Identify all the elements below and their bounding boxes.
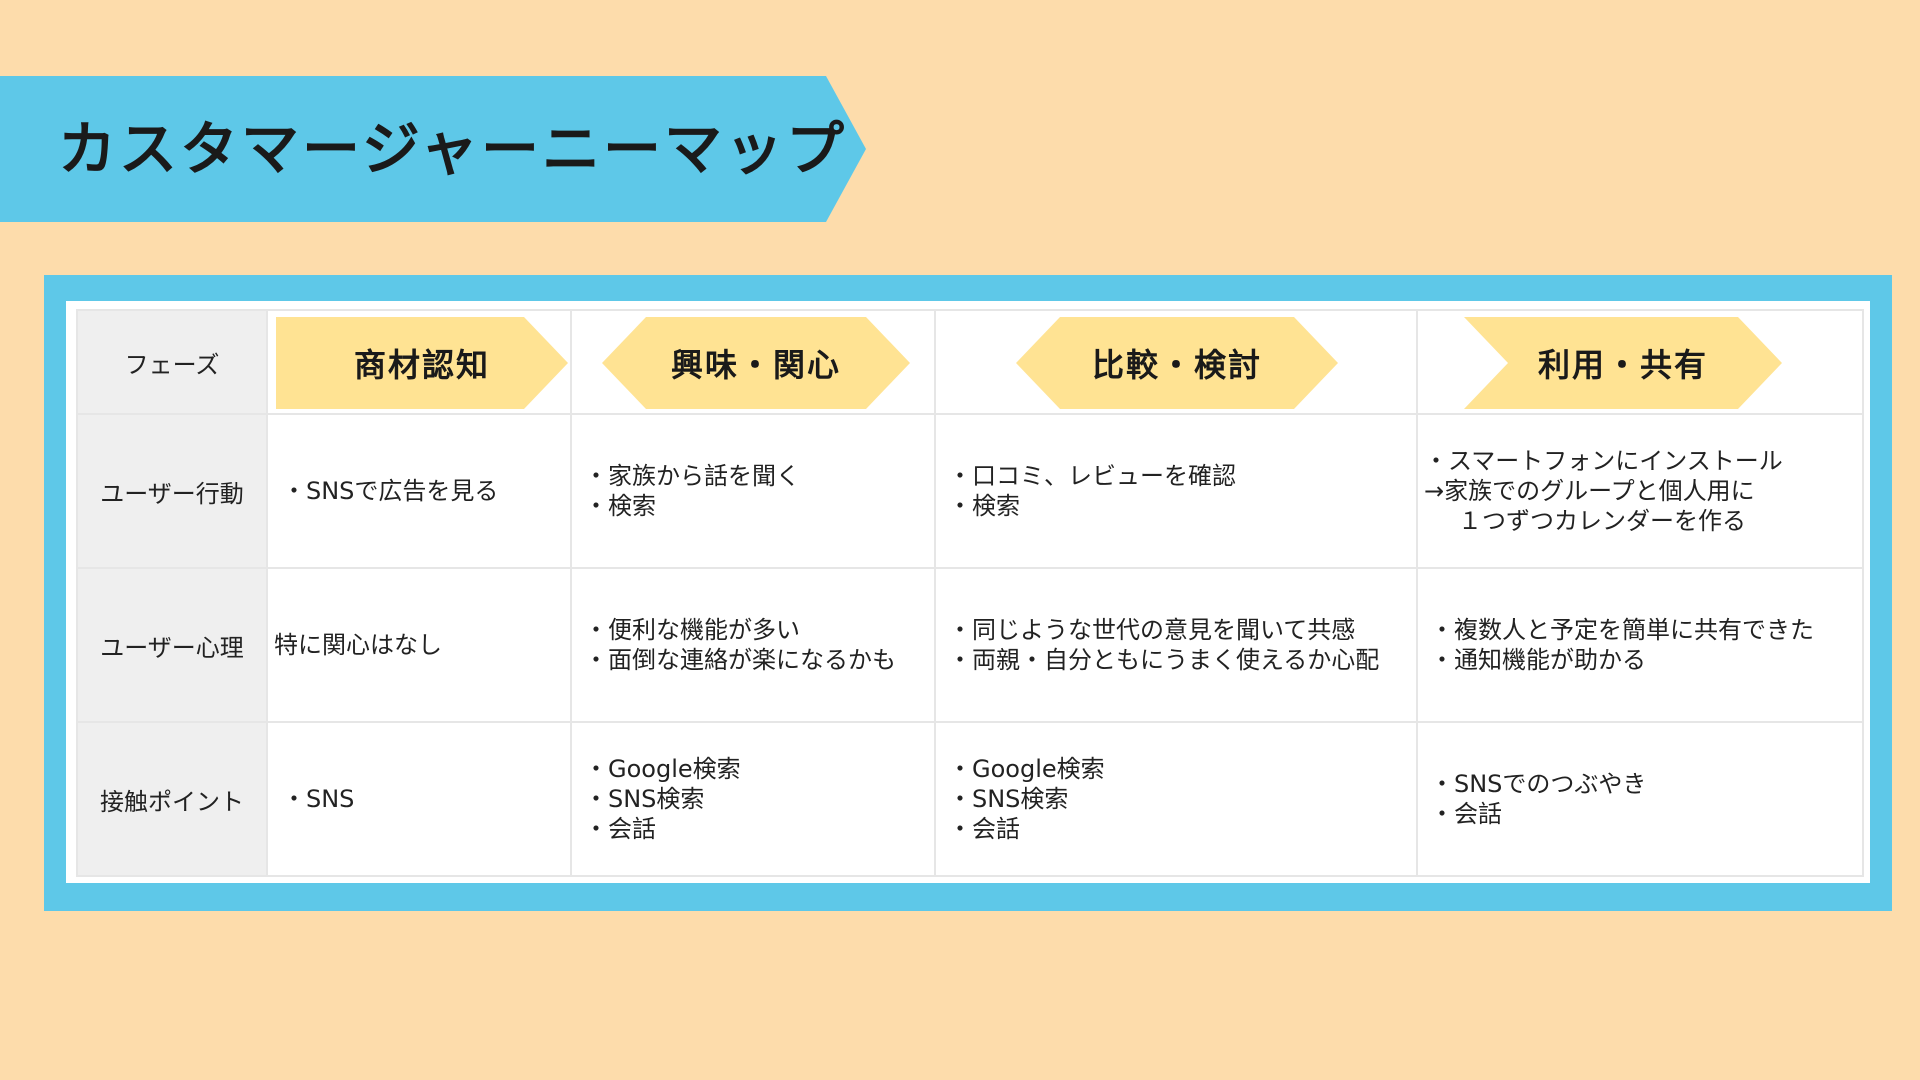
table-cell: ・SNSで広告を見る	[266, 413, 572, 569]
cell-line: ・SNS検索	[584, 785, 705, 813]
cell-line: ・面倒な連絡が楽になるかも	[584, 646, 896, 674]
cell-line: ・SNSで広告を見る	[282, 477, 499, 505]
cell-line: 特に関心はなし	[274, 631, 442, 659]
table-row: 接触ポイント ・SNS ・Google検索 ・SNS検索 ・会話	[76, 721, 1864, 877]
journey-map-board: フェーズ 商材認知 興味・関心 比較・検討 利用・共有 ユーザー行動	[44, 275, 1892, 911]
cell-line: ・同じような世代の意見を聞いて共感	[948, 616, 1356, 644]
table-cell: ・同じような世代の意見を聞いて共感 ・両親・自分ともにうまく使えるか心配	[934, 567, 1418, 723]
cell-line: ・検索	[948, 492, 1020, 520]
cell-line: ・SNSでのつぶやき	[1430, 770, 1647, 798]
cell-line: ・Google検索	[948, 755, 1105, 783]
phase-row: フェーズ 商材認知 興味・関心 比較・検討 利用・共有	[76, 309, 1864, 415]
table-cell: ・SNS	[266, 721, 572, 877]
row-label-user-emotion: ユーザー心理	[76, 567, 268, 723]
phase-cell-awareness: 商材認知	[266, 309, 572, 415]
cell-line: ・口コミ、レビューを確認	[948, 462, 1236, 490]
cell-line: １つずつカレンダーを作る	[1458, 507, 1746, 535]
title-banner: カスタマージャーニーマップ	[0, 76, 866, 222]
table-cell: ・口コミ、レビューを確認 ・検索	[934, 413, 1418, 569]
page-title: カスタマージャーニーマップ	[58, 115, 847, 183]
cell-line: ・Google検索	[584, 755, 741, 783]
phase-label: フェーズ	[76, 309, 268, 415]
table-row: ユーザー心理 特に関心はなし ・便利な機能が多い ・面倒な連絡が楽になるかも	[76, 567, 1864, 723]
table-cell: ・スマートフォンにインストール →家族でのグループと個人用に １つずつカレンダー…	[1416, 413, 1864, 569]
cell-line: ・複数人と予定を簡単に共有できた	[1430, 616, 1814, 644]
table-cell: ・複数人と予定を簡単に共有できた ・通知機能が助かる	[1416, 567, 1864, 723]
table-cell: ・Google検索 ・SNS検索 ・会話	[570, 721, 936, 877]
table-cell: ・Google検索 ・SNS検索 ・会話	[934, 721, 1418, 877]
cell-line: ・両親・自分ともにうまく使えるか心配	[948, 646, 1380, 674]
cell-line: ・SNS	[282, 785, 355, 813]
cell-line: ・スマートフォンにインストール	[1424, 447, 1783, 475]
cell-line: ・家族から話を聞く	[584, 462, 800, 490]
table-cell: ・家族から話を聞く ・検索	[570, 413, 936, 569]
cell-line: ・検索	[584, 492, 656, 520]
row-label-user-action: ユーザー行動	[76, 413, 268, 569]
table-cell: 特に関心はなし	[266, 567, 572, 723]
cell-line: ・SNS検索	[948, 785, 1069, 813]
cell-line: ・通知機能が助かる	[1430, 646, 1646, 674]
phase-chevron-interest: 興味・関心	[602, 317, 910, 409]
row-label-touchpoint: 接触ポイント	[76, 721, 268, 877]
phase-cell-comparison: 比較・検討	[934, 309, 1418, 415]
cell-line: ・便利な機能が多い	[584, 616, 800, 644]
cell-line: ・会話	[1430, 800, 1502, 828]
phase-chevron-usage: 利用・共有	[1464, 317, 1782, 409]
journey-map-panel: フェーズ 商材認知 興味・関心 比較・検討 利用・共有 ユーザー行動	[66, 301, 1870, 883]
table-cell: ・SNSでのつぶやき ・会話	[1416, 721, 1864, 877]
phase-chevron-comparison: 比較・検討	[1016, 317, 1338, 409]
journey-map-table: フェーズ 商材認知 興味・関心 比較・検討 利用・共有 ユーザー行動	[76, 309, 1864, 877]
cell-line: ・会話	[948, 815, 1020, 843]
phase-cell-interest: 興味・関心	[570, 309, 936, 415]
table-row: ユーザー行動 ・SNSで広告を見る ・家族から話を聞く ・検索	[76, 413, 1864, 569]
phase-chevron-awareness: 商材認知	[276, 317, 568, 409]
cell-line: ・会話	[584, 815, 656, 843]
phase-cell-usage: 利用・共有	[1416, 309, 1864, 415]
table-cell: ・便利な機能が多い ・面倒な連絡が楽になるかも	[570, 567, 936, 723]
cell-line: →家族でのグループと個人用に	[1424, 477, 1755, 505]
